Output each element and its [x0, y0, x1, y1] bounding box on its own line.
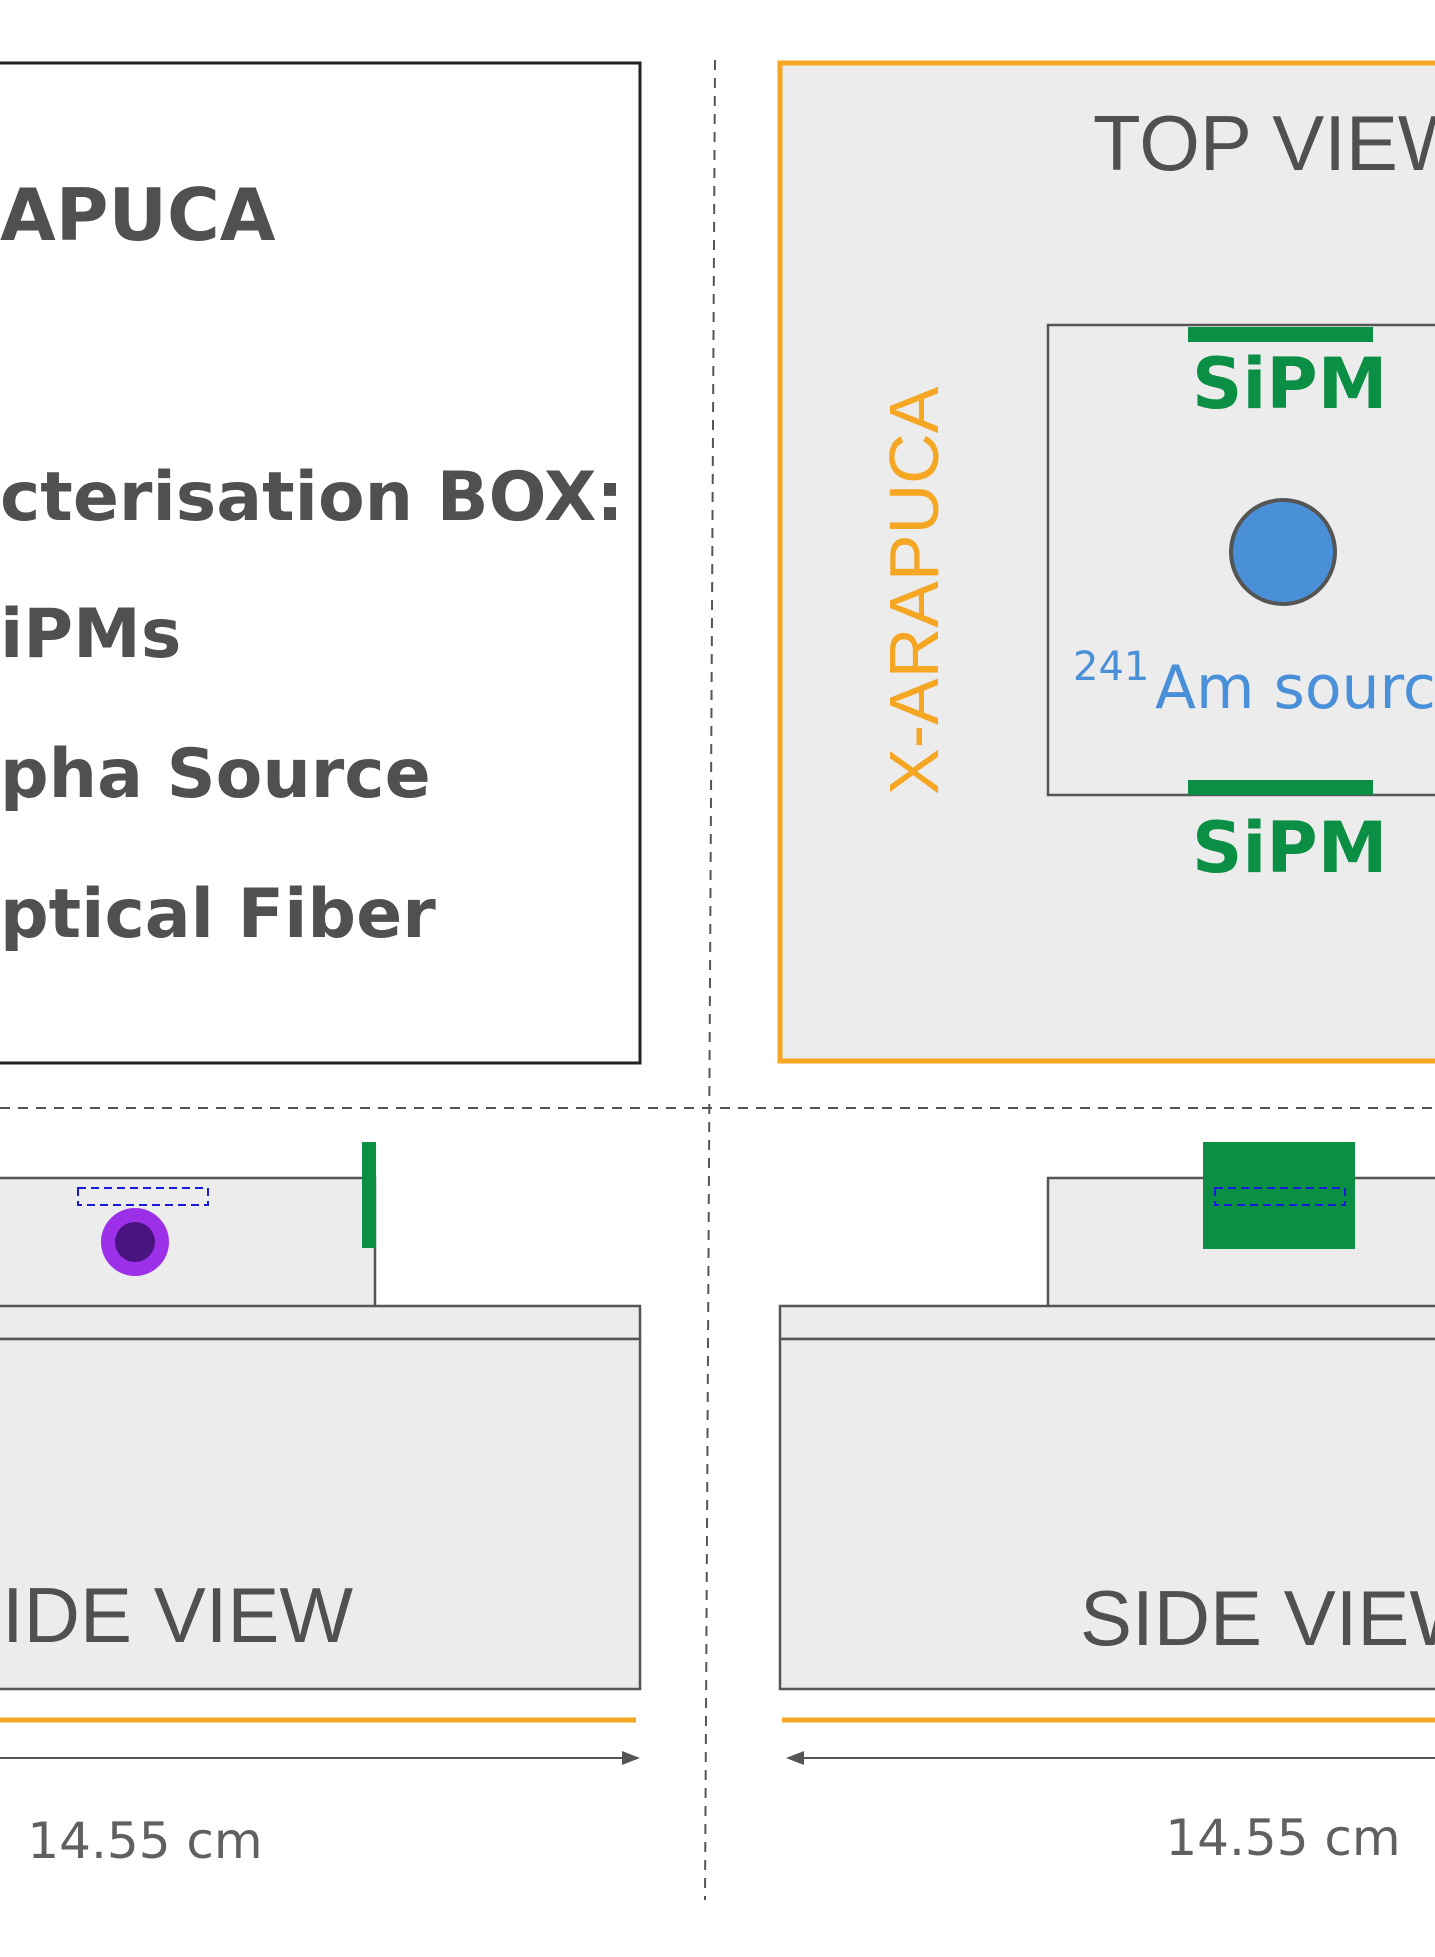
am-source-label: Am sourc — [1155, 653, 1435, 723]
sipm-bottom-bar — [1188, 780, 1373, 795]
optical-fiber-right — [1214, 1187, 1346, 1206]
arapuca-body-lid-right — [778, 1304, 1435, 1341]
am-source-disc — [1229, 498, 1337, 606]
dimension-label-right: 14.55 cm — [1165, 1809, 1400, 1867]
arapuca-label: X-ARAPUCA — [875, 386, 953, 795]
sipm-bottom-label: SiPM — [1192, 807, 1387, 889]
side-view-left-panel: IDE VIEW 14.55 cm — [0, 1142, 642, 1870]
dimension-arrow-left-icon — [786, 1751, 804, 1765]
legend-box — [0, 61, 642, 1065]
dimension-label-left: 14.55 cm — [27, 1812, 262, 1870]
legend-line-optical-fiber: ptical Fiber — [0, 875, 436, 954]
alpha-source-inner — [115, 1222, 155, 1262]
side-view-left-title: IDE VIEW — [2, 1571, 353, 1659]
arapuca-body-lid-left — [0, 1304, 642, 1341]
legend-line-characterisation-box: cterisation BOX: — [0, 458, 624, 537]
am-source-superscript: 241 — [1073, 644, 1149, 690]
side-view-right-panel: SIDE VIEW 14.55 cm — [778, 1142, 1435, 1867]
legend-line-sipms: iPMs — [0, 595, 181, 674]
optical-fiber-left — [77, 1187, 209, 1206]
sipm-side-block — [1203, 1142, 1355, 1249]
side-view-right-title: SIDE VIEW — [1080, 1574, 1435, 1662]
arapuca-body-left — [0, 1337, 642, 1691]
top-view-panel: TOP VIEW X-ARAPUCA SiPM 241 Am sourc SiP… — [777, 60, 1435, 1064]
characterisation-box-side-left — [0, 1176, 377, 1310]
vertical-divider — [704, 59, 716, 1901]
legend-line-alpha-source: pha Source — [0, 735, 431, 814]
legend-panel: APUCA cterisation BOX: iPMs pha Source p… — [0, 61, 642, 1065]
sipm-side-bar — [362, 1142, 376, 1248]
sipm-top-label: SiPM — [1192, 343, 1387, 425]
arapuca-body-right — [778, 1337, 1435, 1691]
sipm-top-bar — [1188, 327, 1373, 342]
legend-line-arapuca: APUCA — [0, 173, 276, 257]
dimension-arrow-right-icon — [622, 1751, 640, 1765]
top-view-title: TOP VIEW — [1093, 99, 1435, 187]
